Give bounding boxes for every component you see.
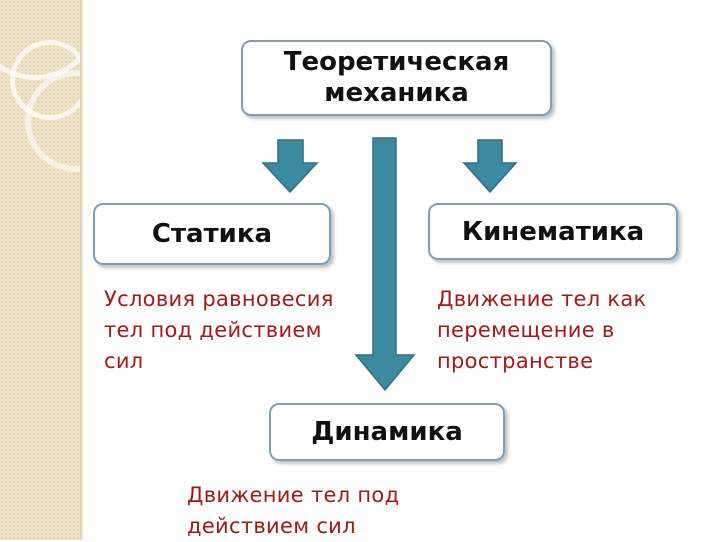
- dynamics-node-label: Динамика: [311, 417, 463, 447]
- statics-node-label: Статика: [152, 219, 272, 249]
- arrow-to-dynamics: [356, 138, 414, 390]
- dynamics-description: Движение тел под действием сил: [187, 480, 477, 542]
- root-node-title: Теоретическая механика: [243, 47, 550, 109]
- statics-node-box: Статика: [93, 203, 331, 265]
- statics-description: Условия равновесия тел под действием сил: [104, 284, 344, 377]
- arrow-to-statics: [263, 140, 317, 192]
- kinematics-description: Движение тел как перемещение в пространс…: [437, 284, 667, 377]
- kinematics-node-box: Кинематика: [428, 203, 678, 260]
- root-node-box: Теоретическая механика: [241, 40, 552, 116]
- dynamics-node-box: Динамика: [269, 403, 505, 461]
- arrow-to-kinematics: [464, 140, 516, 192]
- kinematics-node-label: Кинематика: [462, 217, 644, 247]
